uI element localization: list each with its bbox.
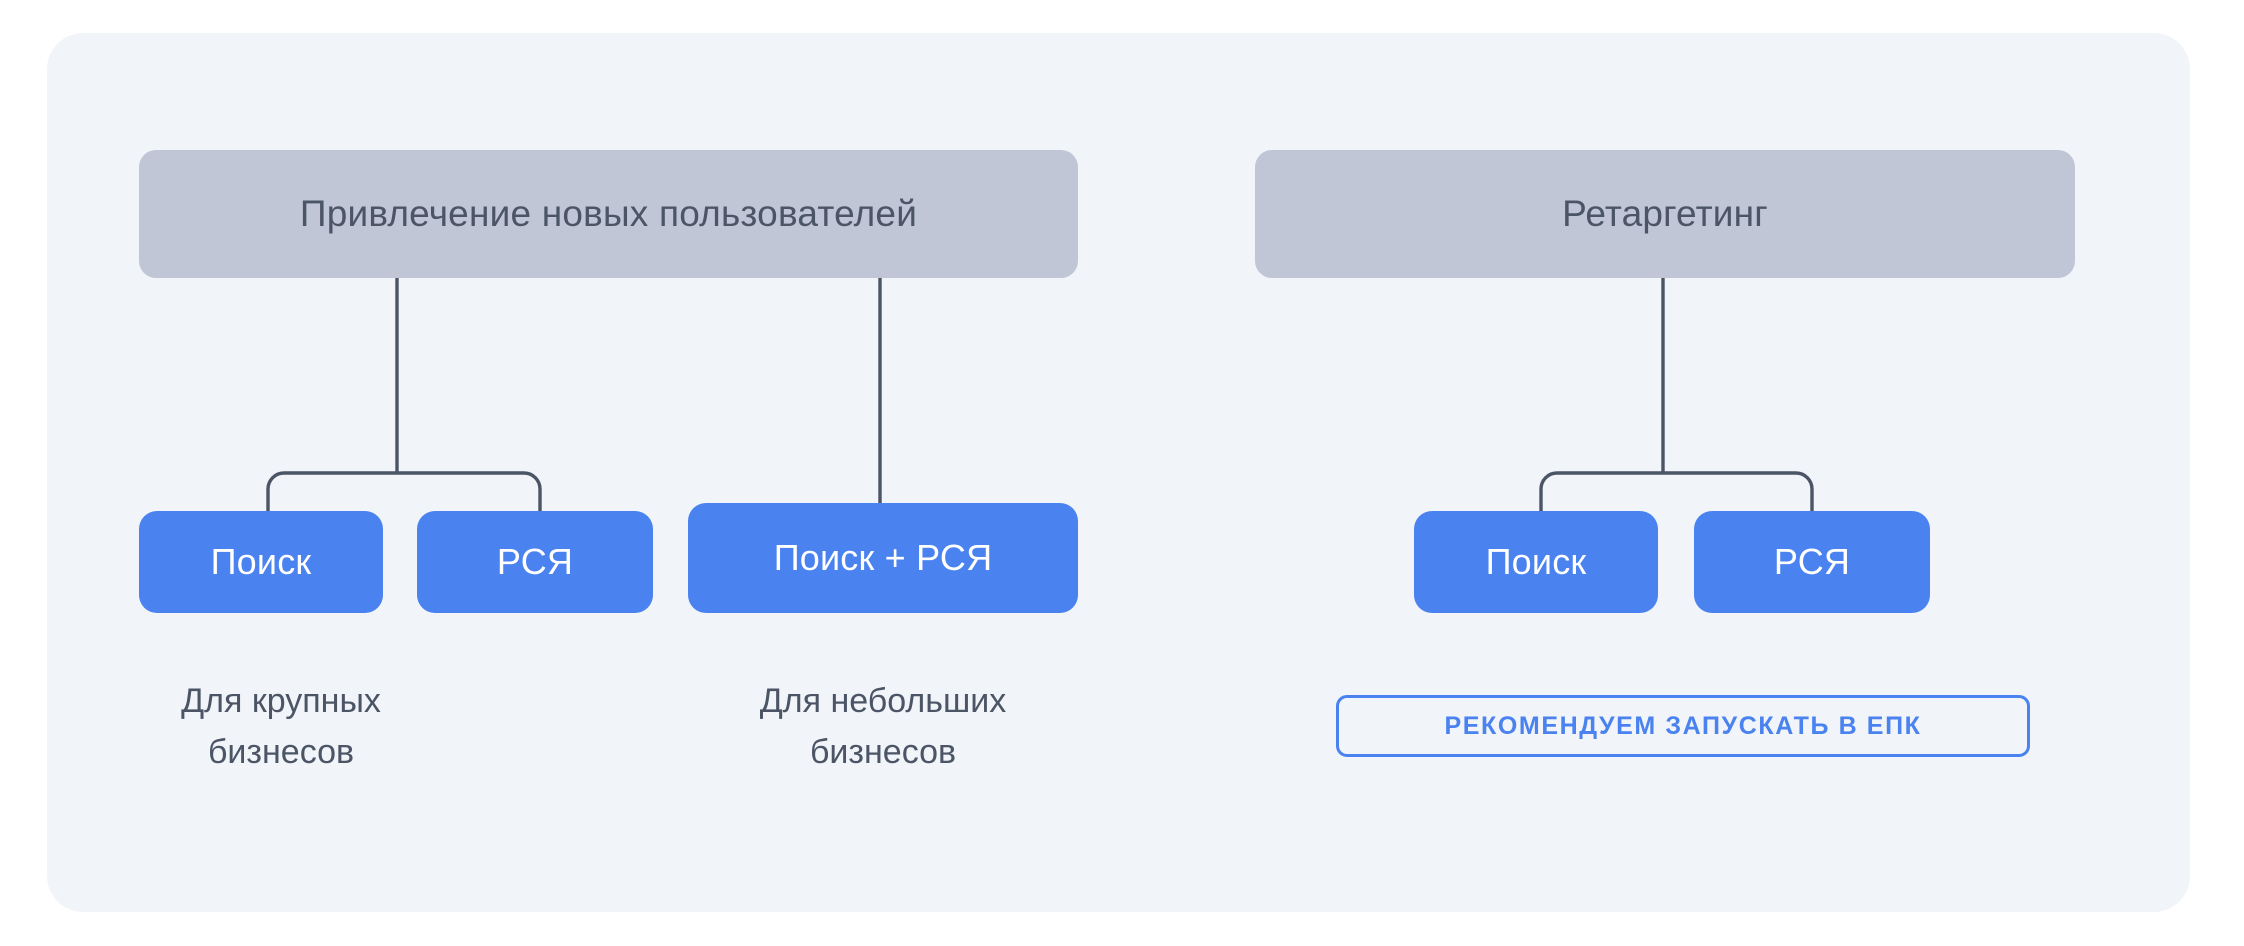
caption-small-business: Для небольших бизнесов — [759, 682, 1007, 771]
group-header-acquisition: Привлечение новых пользователей — [139, 150, 1078, 278]
channel-box-acquisition-search-label: Поиск — [210, 541, 312, 582]
group-header-acquisition-label: Привлечение новых пользователей — [299, 193, 918, 234]
channel-box-retargeting-rsya-label: РСЯ — [1773, 541, 1851, 582]
connector-retargeting-split-bar — [1539, 471, 1814, 511]
channel-box-retargeting-search[interactable]: Поиск — [1414, 511, 1658, 613]
badge-recommend-epk[interactable]: РЕКОМЕНДУЕМ ЗАПУСКАТЬ В ЕПК — [1336, 695, 2030, 757]
group-header-retargeting-label: Ретаргетинг — [1562, 193, 1768, 234]
channel-box-acquisition-rsya[interactable]: РСЯ — [417, 511, 653, 613]
channel-box-acquisition-combined-label: Поиск + РСЯ — [773, 537, 993, 578]
channel-box-retargeting-search-label: Поиск — [1485, 541, 1587, 582]
connector-acquisition-split-bar — [266, 471, 542, 511]
channel-box-acquisition-search[interactable]: Поиск — [139, 511, 383, 613]
badge-recommend-epk-label: РЕКОМЕНДУЕМ ЗАПУСКАТЬ В ЕПК — [1444, 711, 1922, 740]
diagram-panel: Привлечение новых пользователей Ретаргет… — [47, 33, 2190, 912]
channel-box-acquisition-rsya-label: РСЯ — [496, 541, 574, 582]
caption-large-business: Для крупных бизнесов — [181, 682, 381, 771]
channel-box-retargeting-rsya[interactable]: РСЯ — [1694, 511, 1930, 613]
channel-box-acquisition-combined[interactable]: Поиск + РСЯ — [688, 503, 1078, 613]
group-header-retargeting: Ретаргетинг — [1255, 150, 2075, 278]
